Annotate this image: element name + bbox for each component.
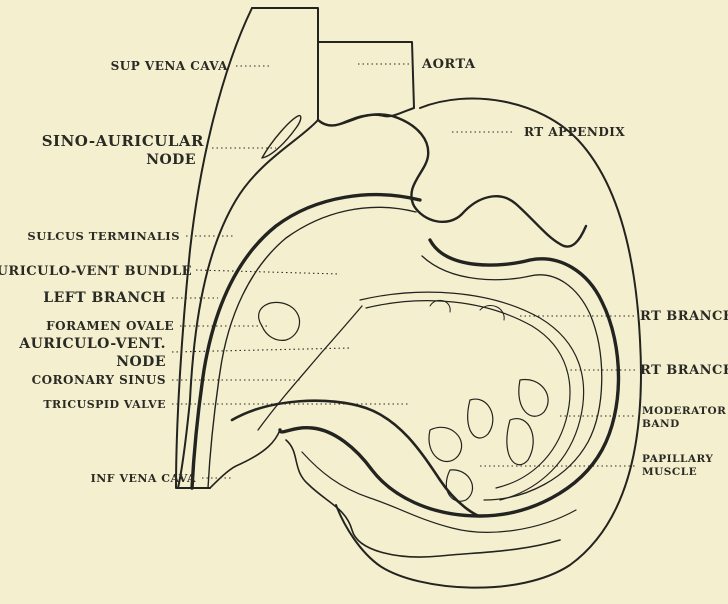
- foramen-ovale-loop: [259, 302, 300, 340]
- label-sino-auricular-node: NODE: [146, 152, 196, 168]
- label-coronary-sinus: CORONARY SINUS: [32, 373, 166, 387]
- label-papillary-muscle: MUSCLE: [642, 466, 697, 478]
- label-rt-branch-lower: RT BRANCH: [640, 363, 728, 378]
- label-moderator-band: BAND: [642, 418, 680, 430]
- label-auriculo-vent-bundle: AURICULO-VENT BUNDLE: [0, 264, 192, 279]
- label-tricuspid-valve: TRICUSPID VALVE: [43, 398, 166, 411]
- label-auriculo-vent-node: AURICULO-VENT.: [18, 336, 166, 352]
- label-rt-appendix: RT APPENDIX: [524, 125, 625, 139]
- label-sup-vena-cava: SUP VENA CAVA: [111, 59, 229, 73]
- label-aorta: AORTA: [421, 57, 476, 72]
- trabeculae: [429, 300, 548, 501]
- label-papillary: PAPILLARY: [642, 453, 713, 465]
- label-sulcus-terminalis: SULCUS TERMINALIS: [27, 229, 180, 243]
- ventricle-wall-thick: [280, 240, 619, 516]
- right-branch-line: [360, 292, 584, 500]
- label-auriculo-vent-node-2: NODE: [116, 354, 166, 370]
- av-bundle-line: [258, 306, 362, 430]
- label-sino-auricular: SINO-AURICULAR: [42, 132, 204, 150]
- label-left-branch: LEFT BRANCH: [43, 290, 166, 306]
- tricuspid-valve-wall: [232, 401, 480, 516]
- label-rt-branch-upper: RT BRANCH: [640, 309, 728, 324]
- label-foramen-ovale: FORAMEN OVALE: [46, 319, 174, 333]
- aorta-wall: [318, 42, 414, 126]
- label-inf-vena-cava: INF VENA CAVA: [91, 472, 196, 485]
- vena-cava-inner-lower: [210, 430, 280, 488]
- label-moderator: MODERATOR: [642, 405, 726, 417]
- right-branch-line-2: [366, 301, 570, 488]
- septal-wall-thin: [208, 207, 416, 488]
